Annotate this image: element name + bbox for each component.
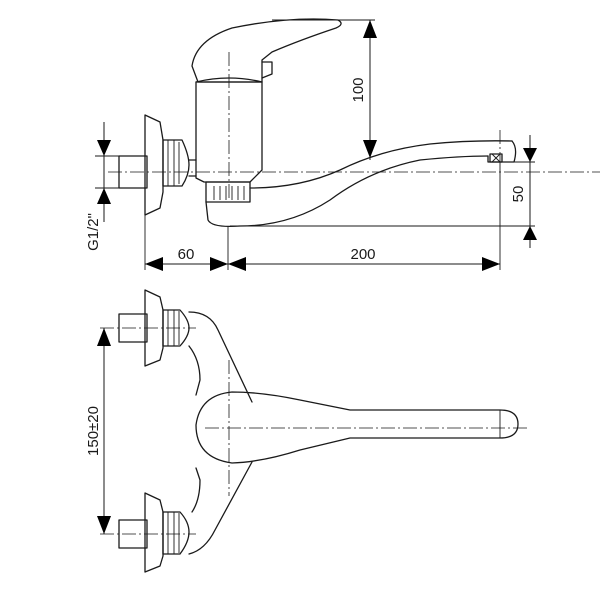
front-body	[188, 311, 253, 555]
dimension-60-label: 60	[178, 246, 195, 263]
swing-spout	[205, 130, 517, 228]
dimension-50: 50	[510, 135, 537, 248]
lever-handle	[191, 18, 342, 200]
dimension-50-label: 50	[510, 186, 527, 203]
front-view: 150±20	[85, 289, 530, 573]
side-view: 100 50 G1/2" 60 20	[85, 18, 600, 271]
dimension-200-label: 200	[350, 246, 375, 263]
wall-pipe	[108, 155, 600, 189]
top-connection	[100, 289, 196, 367]
dimension-thread: G1/2"	[85, 122, 119, 251]
dimension-100-label: 100	[350, 77, 367, 102]
dimension-200: 200	[228, 246, 500, 271]
dimension-60: 60	[145, 246, 228, 271]
dimension-100: 100	[350, 20, 377, 160]
dimension-thread-label: G1/2"	[85, 213, 102, 251]
dimension-150-label: 150±20	[85, 406, 102, 456]
dimension-150: 150±20	[85, 328, 111, 534]
front-lever	[195, 391, 530, 464]
escutcheon	[144, 114, 164, 216]
spout-collar	[205, 181, 251, 203]
bottom-connection	[100, 492, 196, 573]
union-nut	[162, 139, 197, 187]
